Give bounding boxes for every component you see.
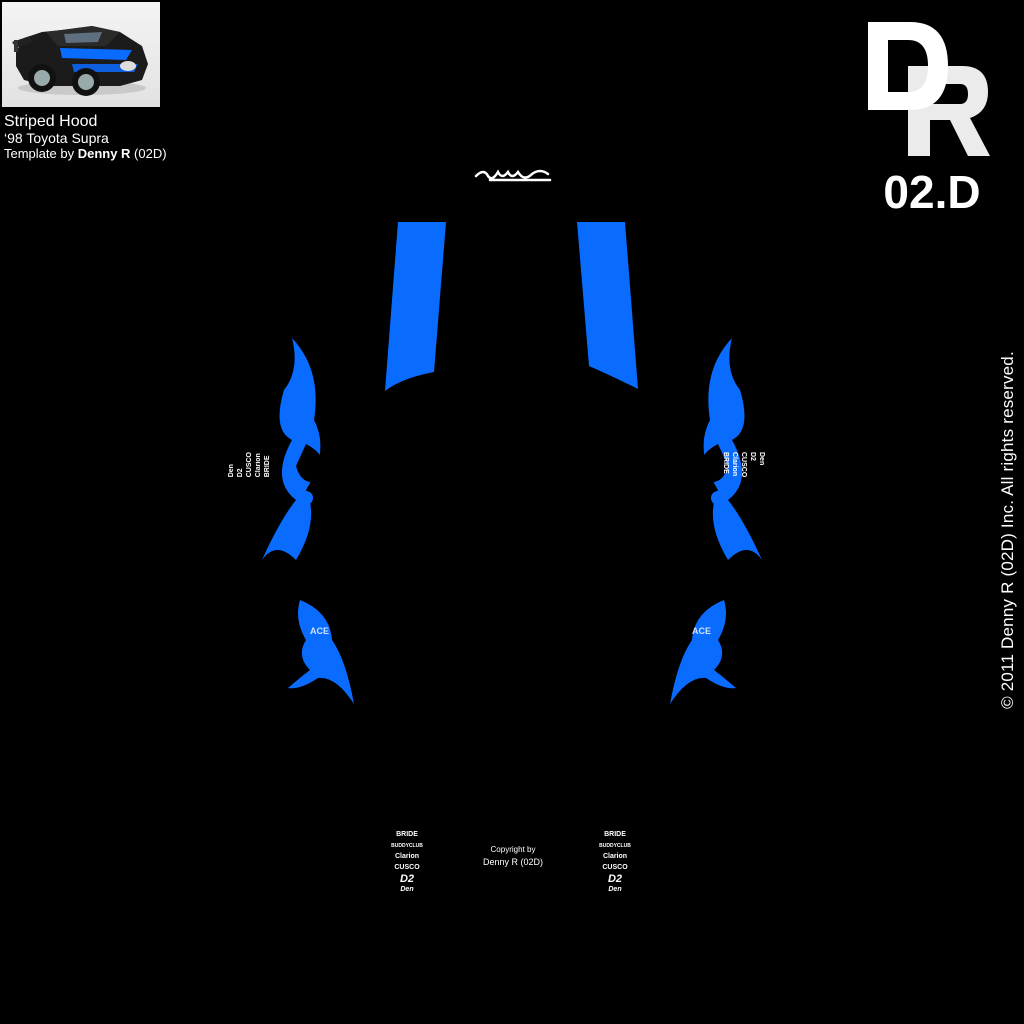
tribal-graphic-left: [262, 338, 354, 704]
sponsor-logo: Clarion: [602, 853, 628, 860]
logo-sub: 02.D: [883, 166, 980, 218]
tribal-graphic-right: [670, 338, 762, 704]
sponsor-logo: Clarion: [731, 452, 738, 477]
dr-logo: 02.D: [868, 22, 990, 218]
sponsor-logo: BUDDYCLUB: [391, 843, 423, 849]
sponsor-logo: CUSCO: [740, 452, 747, 478]
ace-logo-right: ACE: [692, 626, 712, 636]
sponsor-logo: Clarion: [394, 853, 420, 860]
ace-logo-left: ACE: [310, 626, 330, 636]
sponsor-logo: D2: [237, 468, 244, 478]
sponsor-logo: BRIDE: [396, 831, 418, 838]
sponsor-column-left: BRIDE BUDDYCLUB Clarion CUSCO D2 Den: [388, 831, 426, 894]
signature-icon: [474, 169, 552, 182]
author-suffix: (02D): [130, 145, 167, 161]
hood-stripe-left: [385, 222, 446, 391]
sponsor-logo: BUDDYCLUB: [599, 843, 631, 849]
sponsor-logo: BRIDE: [264, 455, 271, 478]
side-sponsors-left: Den D2 CUSCO Clarion BRIDE: [228, 452, 271, 477]
sponsor-logo: BRIDE: [722, 452, 729, 474]
sponsor-logo: CUSCO: [602, 864, 628, 871]
author-prefix: Template by: [4, 145, 78, 161]
car-thumbnail: [2, 2, 160, 107]
template-author: Template by Denny R (02D): [4, 145, 167, 162]
template-info: Striped Hood ‘98 Toyota Supra Template b…: [4, 113, 167, 161]
sponsor-logo: Den: [228, 464, 235, 478]
credit-line-1: Copyright by: [490, 845, 536, 854]
template-title: Striped Hood: [4, 113, 98, 130]
hood-stripe-right: [577, 222, 638, 389]
sponsor-logo: Clarion: [255, 453, 262, 478]
author-name: Denny R: [77, 145, 131, 161]
center-credit: Copyright by Denny R (02D): [470, 844, 556, 868]
sponsor-logo: D2: [749, 452, 756, 461]
sponsor-logo: Den: [608, 886, 622, 893]
sponsor-logo: Den: [758, 452, 765, 466]
sponsor-logo: BRIDE: [604, 831, 626, 838]
sponsor-logo: CUSCO: [246, 452, 253, 478]
car-model: ‘98 Toyota Supra: [4, 129, 109, 146]
sponsor-column-right: BRIDE BUDDYCLUB Clarion CUSCO D2 Den: [596, 831, 634, 894]
side-sponsors-right: BRIDE Clarion CUSCO D2 Den: [722, 452, 765, 477]
sponsor-logo: D2: [399, 873, 415, 885]
sponsor-logo: D2: [607, 873, 623, 885]
sponsor-logo: Den: [400, 886, 414, 893]
sponsor-logo: CUSCO: [394, 864, 420, 871]
credit-line-2: Denny R (02D): [482, 857, 544, 867]
